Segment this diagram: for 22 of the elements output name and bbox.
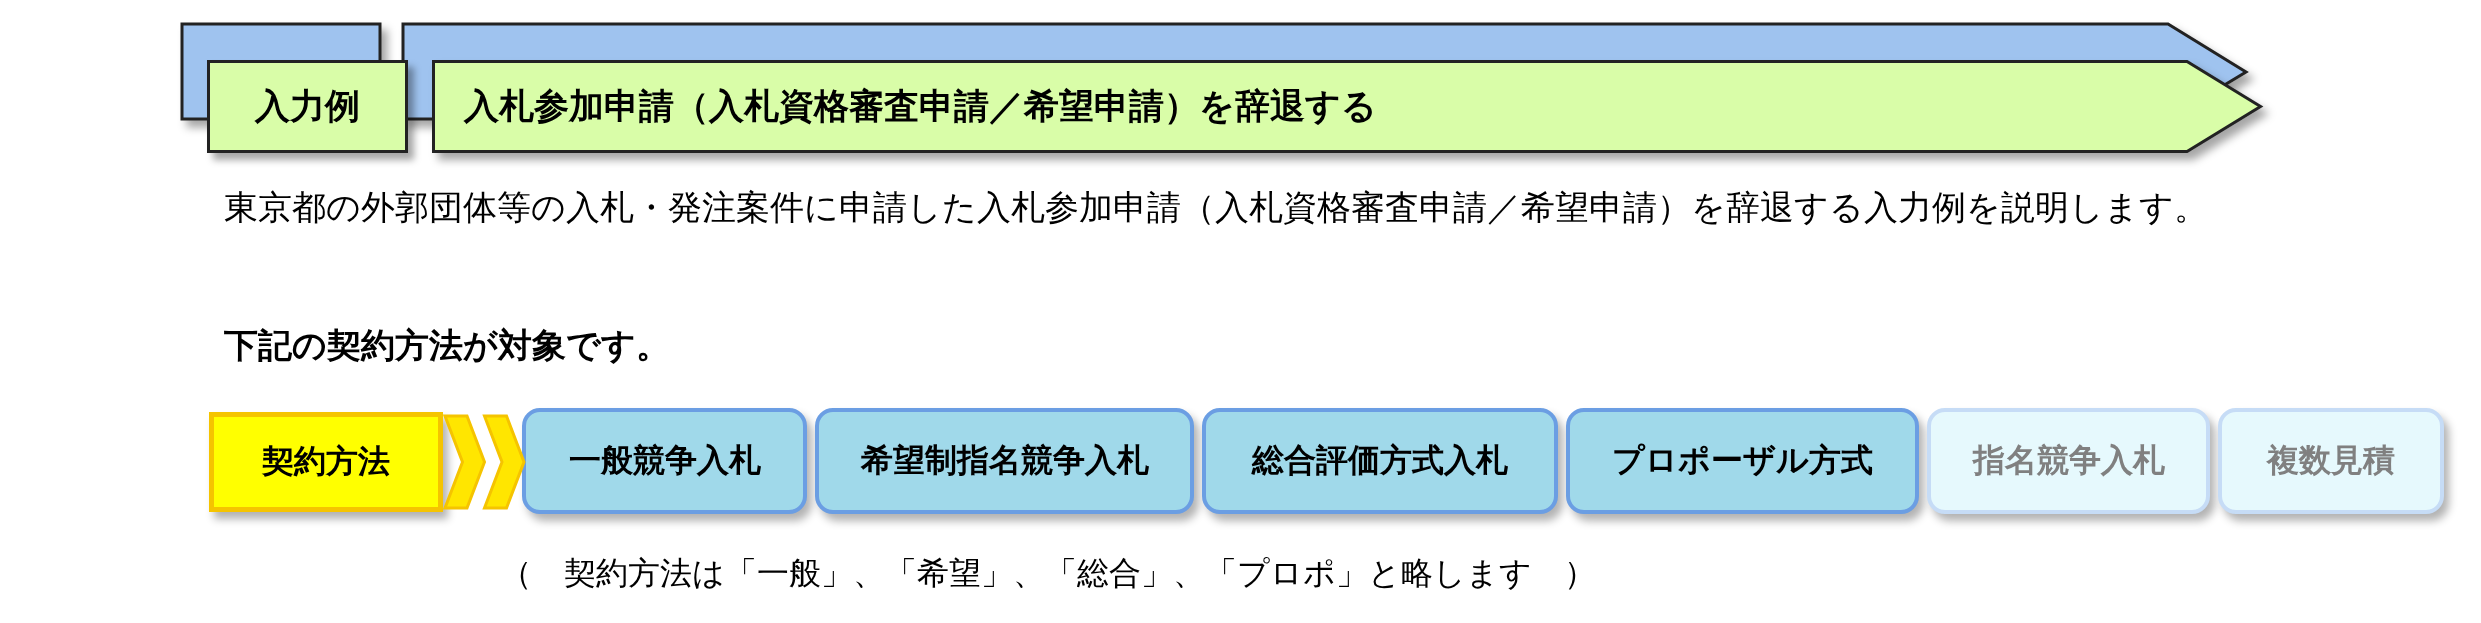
title-banner — [432, 60, 2262, 153]
option-box — [522, 408, 807, 514]
node-label: 複数見積 — [2267, 440, 2395, 481]
node-label: 希望制指名競争入札 — [860, 440, 1149, 481]
option-box — [1566, 408, 1919, 514]
option-box-inactive — [1927, 408, 2210, 514]
node-label: 入札参加申請（入札資格審査申請／希望申請）を辞退する — [464, 85, 1377, 128]
node-label: 一般競争入札 — [568, 440, 761, 481]
node-label: 総合評価方式入札 — [1252, 440, 1508, 481]
abbreviation-note: （ 契約方法は「一般」、「希望」、「総合」、「プロポ」と略します ） — [500, 553, 1597, 594]
option-box — [1202, 408, 1558, 514]
node-label: 指名競争入札 — [1972, 440, 2165, 481]
node-label: 入力例 — [255, 85, 360, 128]
node-label: 契約方法 — [262, 441, 390, 482]
chevron-arrow — [442, 414, 526, 510]
description-paragraph: 東京都の外郭団体等の入札・発注案件に申請した入札参加申請（入札資格審査申請／希望申請）を辞退する入力例を説明します。 — [224, 186, 2209, 229]
label-tab — [207, 60, 408, 153]
option-box-inactive — [2218, 408, 2444, 514]
node-label: プロポーザル方式 — [1612, 440, 1873, 481]
note-heading: 下記の契約方法が対象です。 — [224, 324, 671, 367]
option-box — [815, 408, 1194, 514]
category-box — [209, 412, 443, 512]
